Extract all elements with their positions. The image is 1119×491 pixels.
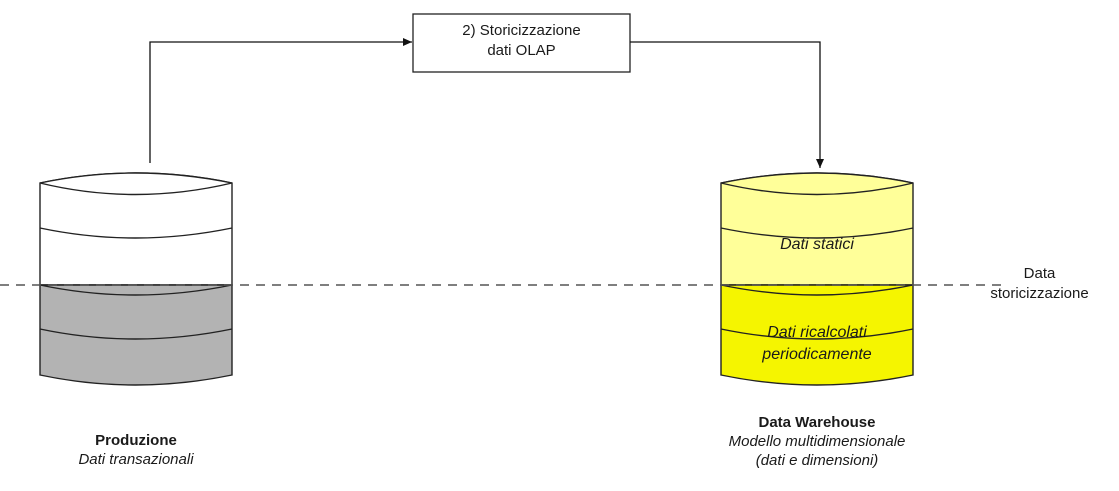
source-db-caption: Produzione Dati transazionali	[40, 431, 232, 469]
warehouse-db-top-cap	[720, 172, 914, 196]
warehouse-static-section-label: Dati statici	[780, 236, 854, 253]
warehouse-database-cylinder	[720, 172, 914, 386]
source-db-subtitle: Dati transazionali	[78, 451, 194, 468]
threshold-label-line1: Data	[1023, 265, 1056, 282]
source-db-lower-section	[39, 284, 233, 386]
source-database-cylinder	[39, 172, 233, 386]
source-db-title: Produzione	[95, 432, 177, 449]
warehouse-db-segment-line	[720, 284, 914, 296]
process-box	[412, 13, 631, 73]
source-db-segment-line	[39, 227, 233, 239]
warehouse-db-caption: Data Warehouse Modello multidimensionale…	[687, 413, 947, 470]
threshold-label-line2: storicizzazione	[990, 285, 1089, 302]
warehouse-db-subtitle-line2: (dati e dimensioni)	[755, 452, 879, 469]
arrow-source-to-process	[149, 38, 412, 163]
source-db-top-cap	[39, 172, 233, 196]
source-db-segment-line	[39, 328, 233, 340]
arrow-process-to-warehouse	[630, 41, 824, 168]
process-box-line2: dati OLAP	[487, 42, 556, 59]
warehouse-recalc-section-label: Dati ricalcolati periodicamente	[721, 322, 913, 366]
warehouse-db-lower-section	[720, 284, 914, 386]
warehouse-db-segment-line	[720, 227, 914, 239]
threshold-label: Data storicizzazione	[960, 264, 1119, 304]
warehouse-db-segment-line	[720, 328, 914, 340]
process-box-label: 2) Storicizzazione dati OLAP	[413, 21, 630, 61]
warehouse-recalc-line2: periodicamente	[762, 346, 872, 363]
source-db-segment-line	[39, 284, 233, 296]
warehouse-db-subtitle-line1: Modello multidimensionale	[728, 433, 906, 450]
warehouse-recalc-line1: Dati ricalcolati	[767, 324, 867, 341]
warehouse-db-title: Data Warehouse	[758, 414, 876, 431]
process-box-line1: 2) Storicizzazione	[462, 22, 581, 39]
